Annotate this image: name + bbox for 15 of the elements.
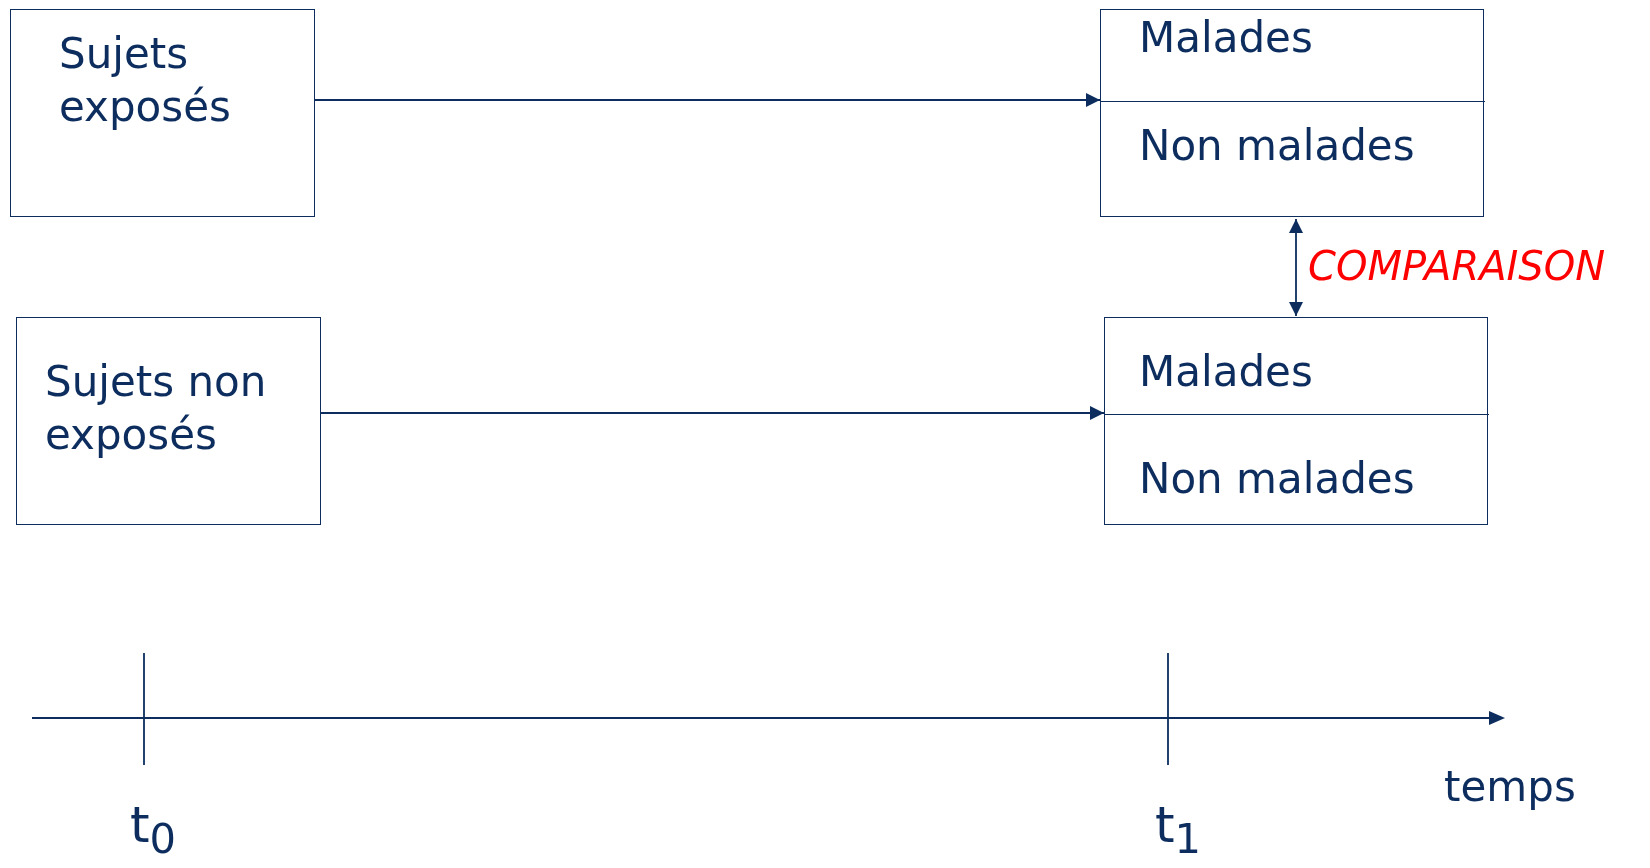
axis-label: temps [1444,766,1576,808]
box-text: Malades [1139,12,1314,64]
edge-label: COMPARAISON [1308,242,1606,289]
box-text: Sujets exposés [59,28,232,133]
box-text: Malades [1139,346,1314,398]
box-text: Non malades [1139,120,1416,172]
time-label: t$_{1}$ [1155,800,1202,860]
arrow [320,406,1105,420]
arrow [314,93,1101,107]
result-box [1104,317,1488,525]
arrow [1289,218,1303,317]
result-box [1100,9,1484,217]
box-text: Non malades [1139,453,1416,505]
box-text: Sujets non exposés [45,356,268,461]
time-label: t$_{0}$ [130,800,177,860]
